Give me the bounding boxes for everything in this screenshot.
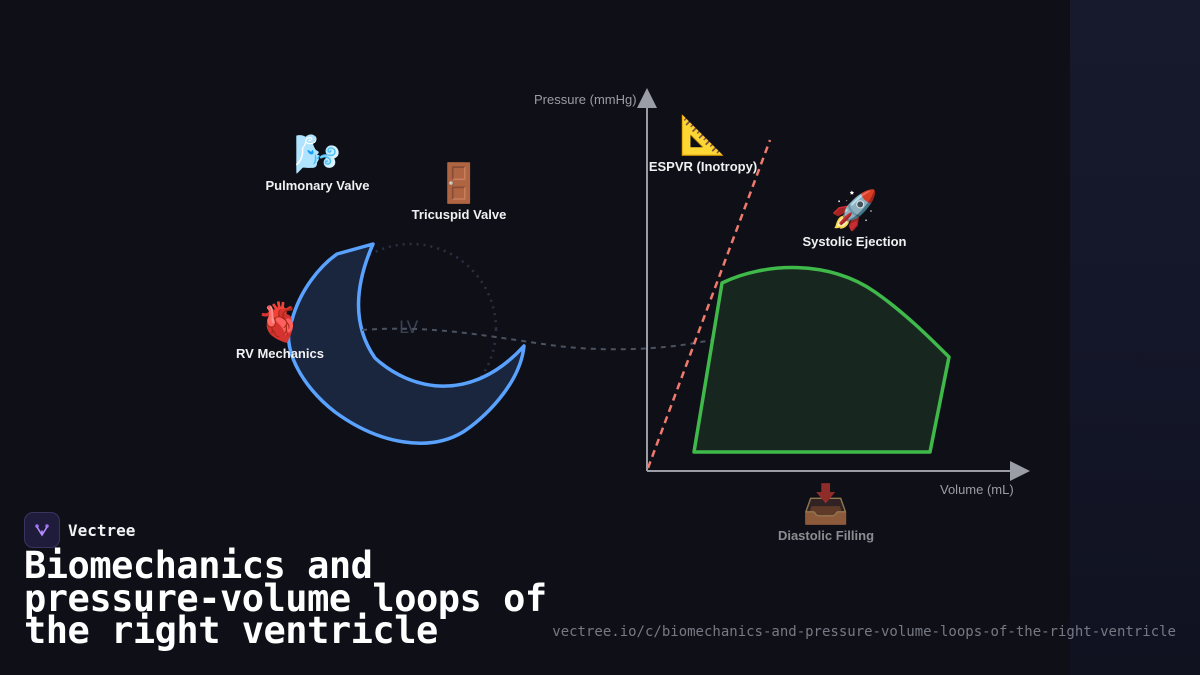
diastolic-filling-label: Diastolic Filling <box>777 528 875 543</box>
brand: Vectree <box>24 512 135 548</box>
lv-label: LV <box>399 318 419 338</box>
node-diastolic-filling: 📥 Diastolic Filling <box>766 484 886 543</box>
pv-loop <box>692 265 951 454</box>
vectree-logo-mark <box>35 524 49 537</box>
rv-mechanics-label: RV Mechanics <box>236 346 324 361</box>
rocket-icon: 🚀 <box>830 190 879 232</box>
pulmonary-valve-label: Pulmonary Valve <box>265 178 370 193</box>
anatomical-heart-icon: 🫀 <box>256 302 304 344</box>
vectree-logo-icon <box>24 512 60 548</box>
page-title: Biomechanics and pressure-volume loops o… <box>24 544 547 652</box>
page-url[interactable]: vectree.io/c/biomechanics-and-pressure-v… <box>552 624 1176 640</box>
node-espvr: 📐 ESPVR (Inotropy) <box>638 115 768 174</box>
espvr-line <box>646 139 772 469</box>
wind-icon: 🌬️ <box>293 134 342 176</box>
door-icon: 🚪 <box>435 163 483 205</box>
node-tricuspid-valve: 🚪 Tricuspid Valve <box>399 163 519 222</box>
rv-crescent <box>286 242 526 445</box>
x-axis-label: Volume (mL) <box>940 482 1014 497</box>
background-panel <box>1070 0 1200 675</box>
triangular-ruler-icon: 📐 <box>679 115 727 157</box>
y-axis-label: Pressure (mmHg) <box>534 92 637 107</box>
node-rv-mechanics: 🫀 RV Mechanics <box>225 302 335 361</box>
tricuspid-valve-label: Tricuspid Valve <box>411 207 507 222</box>
node-systolic-ejection: 🚀 Systolic Ejection <box>792 190 917 249</box>
espvr-label: ESPVR (Inotropy) <box>648 159 758 174</box>
inbox-tray-icon: 📥 <box>802 484 850 526</box>
node-pulmonary-valve: 🌬️ Pulmonary Valve <box>255 134 380 193</box>
brand-name: Vectree <box>68 520 136 540</box>
systolic-ejection-label: Systolic Ejection <box>802 234 907 249</box>
